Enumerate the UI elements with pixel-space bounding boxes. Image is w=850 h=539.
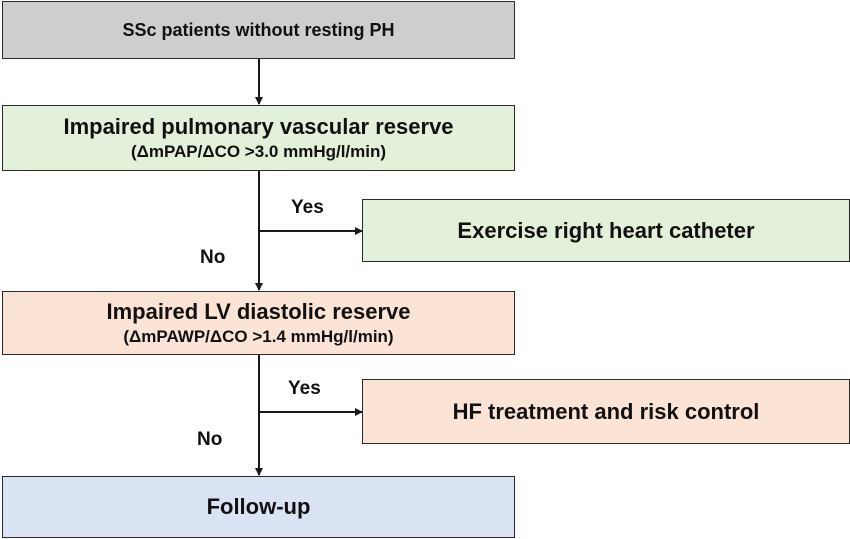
hf-treatment-text: HF treatment and risk control [452, 398, 760, 424]
yes-label-1: Yes [291, 197, 324, 218]
lv-reserve-criterion: (ΔmPAWP/ΔCO >1.4 mmHg/l/min) [123, 327, 394, 346]
follow-up-box: Follow-up [2, 476, 515, 538]
no-label-1: No [200, 247, 226, 268]
pulmonary-reserve-box: Impaired pulmonary vascular reserve (ΔmP… [2, 105, 515, 171]
start-box-text: SSc patients without resting PH [122, 19, 395, 40]
exercise-rhc-text: Exercise right heart catheter [457, 217, 755, 243]
start-box: SSc patients without resting PH [2, 1, 515, 59]
exercise-rhc-box: Exercise right heart catheter [362, 199, 850, 262]
lv-reserve-box: Impaired LV diastolic reserve (ΔmPAWP/ΔC… [2, 291, 515, 355]
follow-up-text: Follow-up [206, 494, 311, 519]
no-label-2: No [197, 429, 223, 450]
pulmonary-reserve-title: Impaired pulmonary vascular reserve [63, 114, 454, 139]
yes-label-2: Yes [288, 378, 321, 399]
pulmonary-reserve-criterion: (ΔmPAP/ΔCO >3.0 mmHg/l/min) [130, 142, 387, 161]
hf-treatment-box: HF treatment and risk control [362, 379, 850, 444]
lv-reserve-title: Impaired LV diastolic reserve [106, 299, 411, 324]
